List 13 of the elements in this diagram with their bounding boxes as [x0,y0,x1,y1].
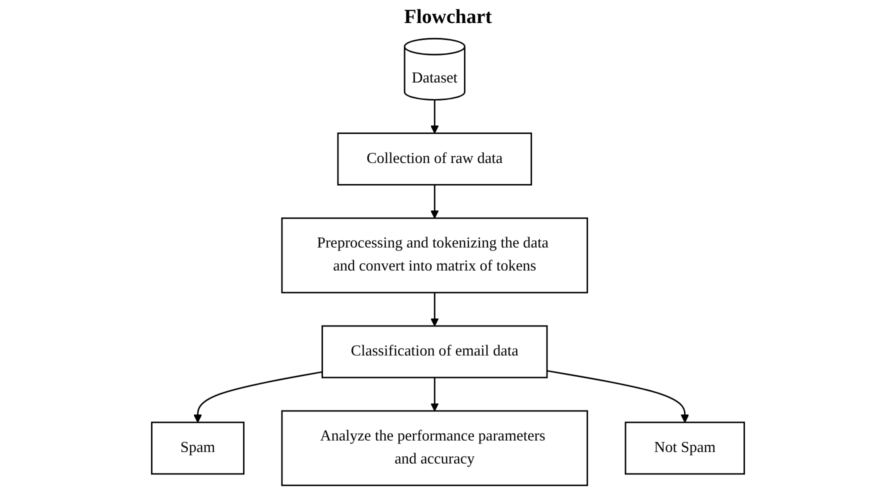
node-box: Analyze the performance parameters and accuracy [281,410,588,486]
node-box: Preprocessing and tokenizing the data and convert into matrix of tokens [281,217,588,294]
node-box: Classification of email data [322,325,548,378]
node-box: Collection of raw data [337,132,532,186]
arrow [430,378,439,412]
node-box: Not Spam [624,422,745,475]
arrow [430,100,439,134]
node-box: Spam [151,422,244,475]
arrow [430,292,439,326]
arrow [430,184,439,219]
diagram-title: Flowchart [404,6,492,29]
arrow [194,371,322,423]
arrow [546,370,690,423]
